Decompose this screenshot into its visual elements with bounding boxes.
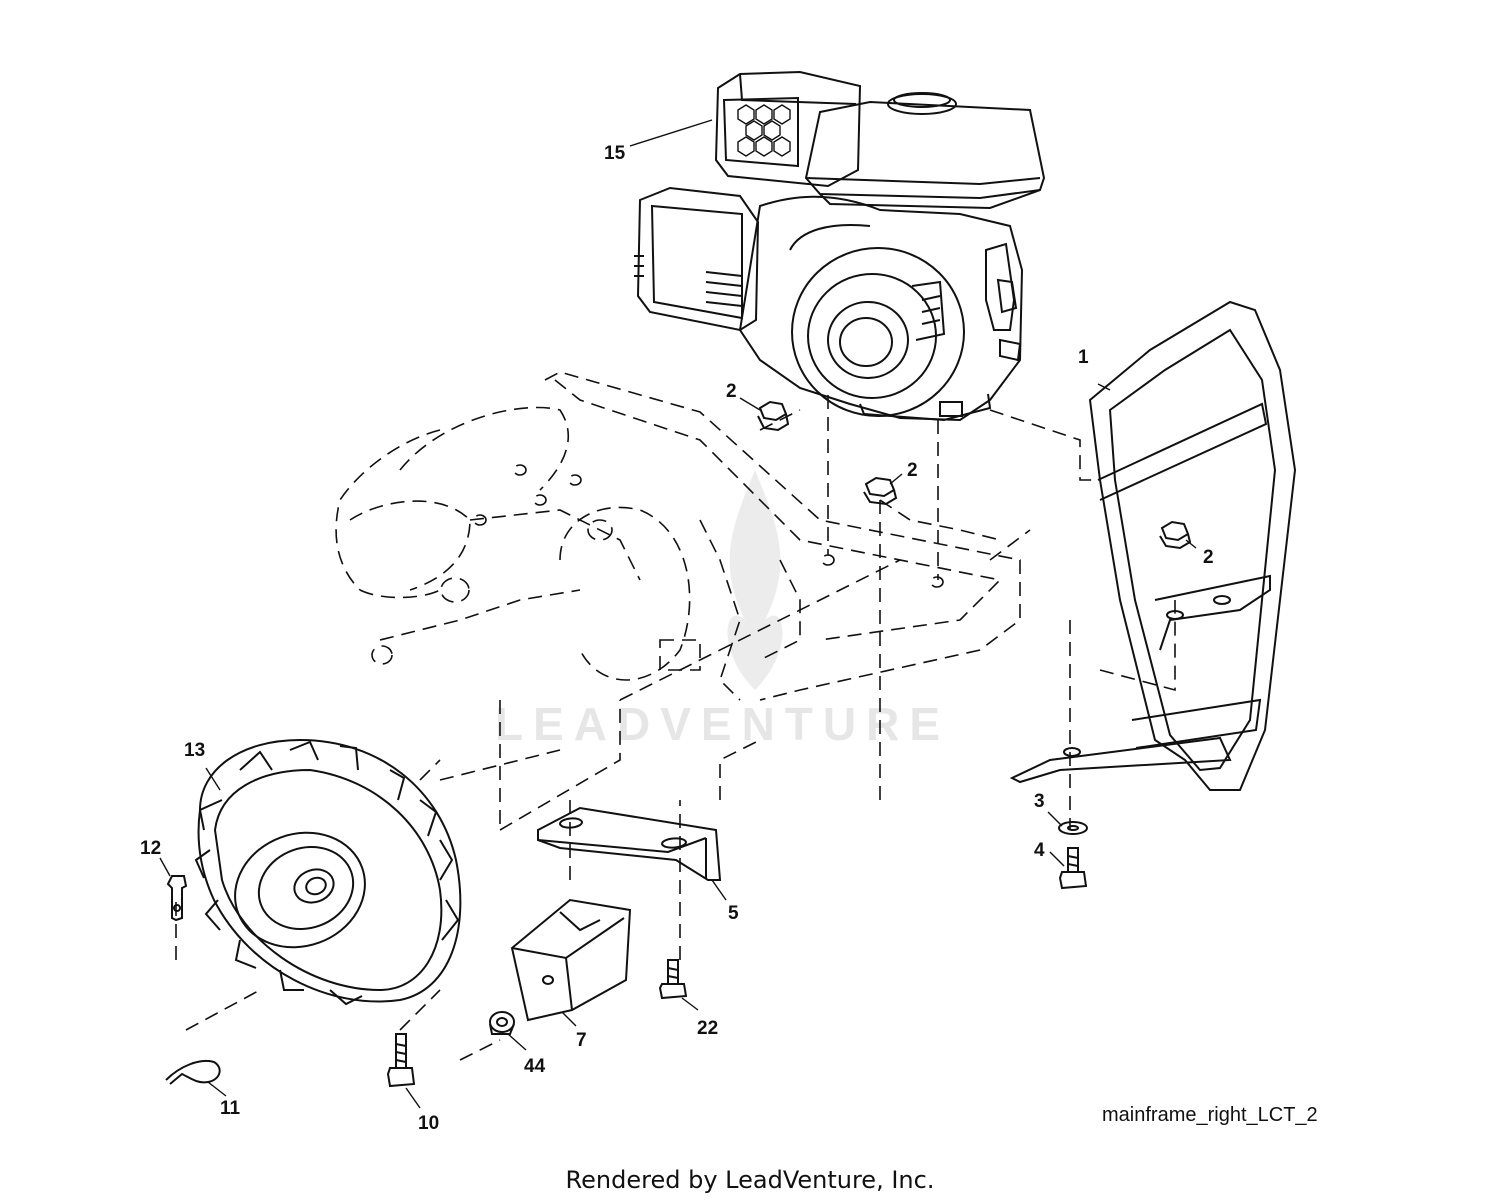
hex-bolt-22 xyxy=(658,959,688,1000)
weight-block xyxy=(510,898,632,1022)
wheel-tire xyxy=(194,738,462,1006)
callout-3: 3 xyxy=(1034,791,1045,812)
diagram-id-label: mainframe_right_LCT_2 xyxy=(1102,1104,1318,1126)
clevis-pin xyxy=(166,875,188,922)
callout-4: 4 xyxy=(1034,840,1045,861)
hex-bolt-4 xyxy=(1058,847,1088,890)
callout-2-center: 2 xyxy=(907,460,918,481)
assembly-lines xyxy=(175,500,1071,1061)
callout-11: 11 xyxy=(220,1098,241,1119)
hex-bolt-10 xyxy=(386,1033,416,1088)
flange-nut-2-center xyxy=(863,476,898,506)
callout-2-right: 2 xyxy=(1203,547,1214,568)
callout-1: 1 xyxy=(1078,347,1089,368)
callout-15: 15 xyxy=(604,143,626,164)
hairpin-clip xyxy=(165,1060,221,1085)
footer-credit: Rendered by LeadVenture, Inc. xyxy=(565,1166,935,1194)
tiller-frame-reference xyxy=(335,371,1176,701)
watermark: LEADVENTURE xyxy=(495,470,950,750)
flange-nut-2-top xyxy=(757,400,790,432)
mounting-bracket xyxy=(537,806,722,881)
callout-22: 22 xyxy=(697,1018,718,1039)
washer-3 xyxy=(1058,821,1088,835)
callout-7: 7 xyxy=(576,1030,587,1051)
flange-nut-2-right xyxy=(1159,520,1192,550)
callout-13: 13 xyxy=(184,740,205,761)
callout-5: 5 xyxy=(728,903,739,924)
flange-nut-44 xyxy=(489,1011,515,1035)
callout-2-top: 2 xyxy=(726,381,737,402)
watermark-text: LEADVENTURE xyxy=(495,698,950,750)
engine xyxy=(634,70,1046,422)
watermark-flame-icon xyxy=(727,470,783,690)
callout-44: 44 xyxy=(524,1056,546,1077)
bumper-bracket xyxy=(1009,300,1297,791)
callout-10: 10 xyxy=(418,1113,439,1134)
leader-lines xyxy=(159,119,1197,1109)
callout-12: 12 xyxy=(140,838,161,859)
callout-labels: 15 1 2 2 2 13 12 11 10 44 7 22 5 3 4 xyxy=(140,143,1214,1134)
